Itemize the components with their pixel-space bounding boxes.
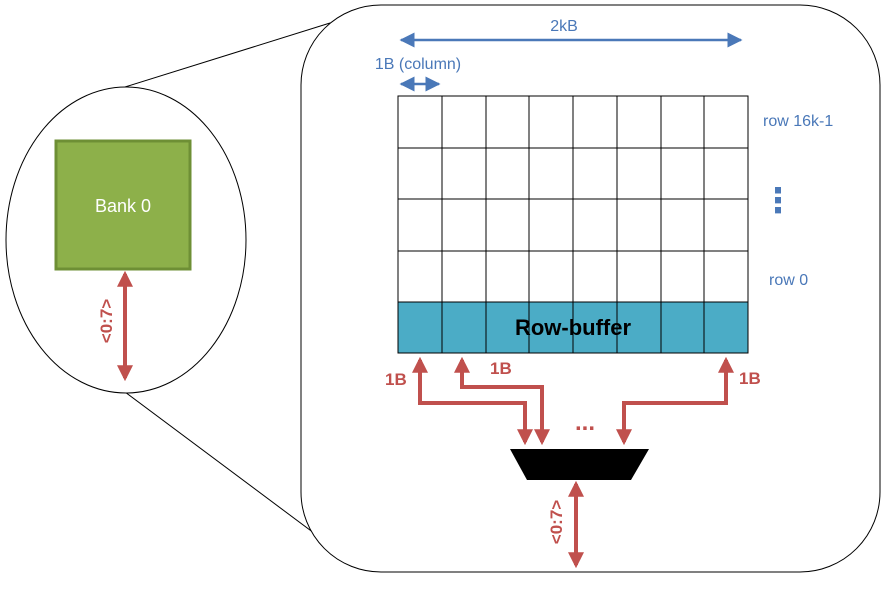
row-bottom-label: row 0 [769,272,808,289]
mux-bus-label: <0:7> [547,500,566,544]
connection-label-1: 1B [385,370,407,389]
column-mux [510,449,649,480]
connection-arrow-3 [616,356,734,446]
row-width-label: 2kB [550,18,578,35]
connection-arrow-2 [454,356,550,446]
connection-label-3: 1B [739,369,761,388]
cell-array-grid [397,95,749,354]
connection-label-2: 1B [490,359,512,378]
bank-bus-label: <0:7> [97,299,116,343]
zoom-line-top [124,22,331,88]
connection-ellipsis: ... [575,409,595,436]
column-width-label: 1B (column) [375,56,461,73]
row-top-label: row 16k-1 [763,113,833,130]
row-ellipsis: ⋮ [761,181,795,221]
bank-label: Bank 0 [95,196,151,216]
zoom-line-bottom [124,391,331,546]
row-buffer-label: Row-buffer [515,315,632,340]
bank-box [54,139,192,271]
column-connections [412,356,734,446]
